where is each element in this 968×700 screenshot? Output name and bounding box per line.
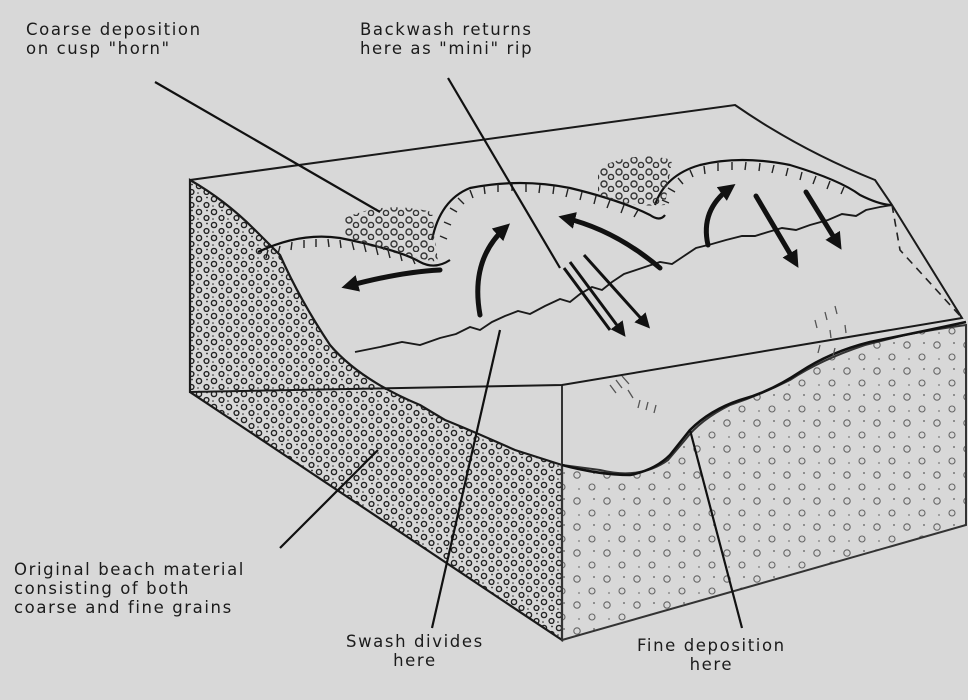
label-fine-deposition: Fine deposition here	[637, 636, 786, 674]
label-original-material: Original beach material consisting of bo…	[14, 560, 245, 617]
label-coarse-deposition: Coarse deposition on cusp "horn"	[26, 20, 202, 58]
horn-coarse-deposit	[598, 156, 672, 205]
label-swash-divides: Swash divides here	[346, 632, 484, 670]
mini-rip-arrows	[564, 255, 646, 332]
horn-coarse-deposit	[345, 207, 438, 262]
right-face-fine-material	[562, 325, 966, 640]
label-backwash: Backwash returns here as "mini" rip	[360, 20, 533, 58]
